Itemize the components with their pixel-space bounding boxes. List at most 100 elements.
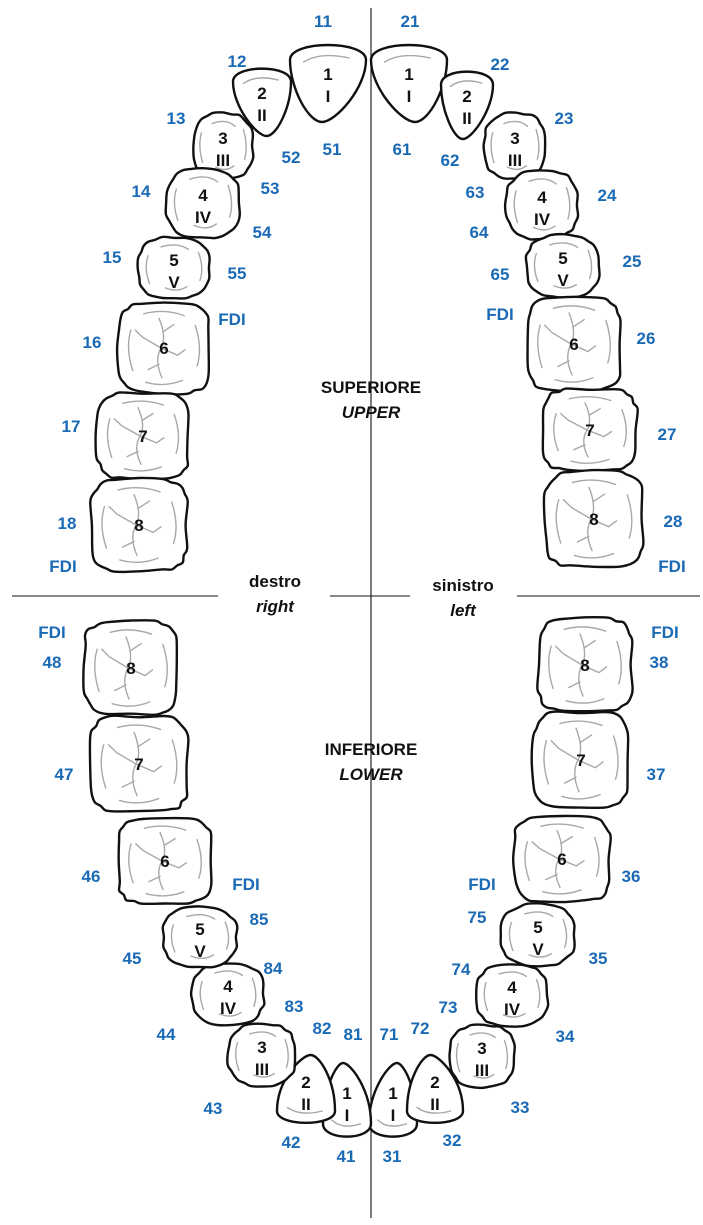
tooth-fissure <box>587 249 593 280</box>
tooth-fissure <box>553 412 559 452</box>
fdi-deciduous-number: 51 <box>323 140 342 159</box>
tooth-fissure <box>107 744 137 765</box>
fdi-number: 38 <box>650 653 669 672</box>
fdi-number: 22 <box>491 55 510 74</box>
tooth-number-roman: II <box>462 109 471 128</box>
tooth-fissure <box>139 435 165 444</box>
tooth-fissure <box>145 254 151 285</box>
fdi-number: 42 <box>282 1133 301 1152</box>
tooth-number-arabic: 4 <box>223 977 233 996</box>
tooth-18: 818 <box>58 476 189 574</box>
tooth-outline <box>541 387 639 473</box>
upper-subheading: UPPER <box>342 403 401 422</box>
fdi-number: 24 <box>598 186 617 205</box>
tooth-fissure <box>581 664 608 674</box>
tooth-48: 848 <box>43 619 179 717</box>
tooth-number-roman: V <box>557 271 569 290</box>
tooth-fissure <box>579 734 593 744</box>
tooth-fissure <box>535 978 541 1009</box>
fdi-number: 33 <box>511 1098 530 1117</box>
tooth-fissure <box>561 793 601 800</box>
tooth-fissure <box>170 924 176 953</box>
tooth-fissure <box>513 190 519 224</box>
tooth-fissure <box>558 858 585 867</box>
fdi-number: 13 <box>167 109 186 128</box>
tooth-number-arabic: 2 <box>257 84 266 103</box>
tooth-outline <box>526 295 622 393</box>
fdi-number: 31 <box>383 1147 402 1166</box>
tooth-fissure <box>163 837 176 847</box>
tooth-fissure <box>196 838 202 879</box>
fdi-deciduous-number: 64 <box>470 223 489 242</box>
tooth-fissure <box>573 444 586 451</box>
fdi-deciduous-number: 53 <box>261 179 280 198</box>
tooth-outline <box>136 235 211 300</box>
tooth-fissure <box>141 412 154 422</box>
fdi-label-upper-right-primary: FDI <box>218 310 245 329</box>
tooth-number-roman: III <box>508 151 522 170</box>
tooth-number-arabic: 6 <box>569 335 578 354</box>
tooth-fissure <box>557 360 570 368</box>
tooth-number-arabic: 2 <box>301 1073 310 1092</box>
tooth-fissure <box>121 780 135 788</box>
tooth-number-arabic: 4 <box>537 188 547 207</box>
tooth-number-arabic: 4 <box>507 978 517 997</box>
tooth-fissure <box>215 165 235 171</box>
tooth-outline <box>117 816 213 906</box>
tooth-fissure <box>416 1106 452 1114</box>
tooth-fissure <box>590 518 618 528</box>
fdi-label-upper-left: FDI <box>658 557 685 576</box>
fdi-number: 48 <box>43 653 62 672</box>
tooth-fissure <box>173 413 180 454</box>
tooth-number-arabic: 3 <box>257 1038 266 1057</box>
tooth-fissure <box>565 698 605 704</box>
tooth-number-arabic: 3 <box>510 129 519 148</box>
tooth-fissure <box>560 412 588 431</box>
tooth-47: 747 <box>55 714 190 813</box>
fdi-deciduous-number: 62 <box>441 151 460 170</box>
fdi-deciduous-number: 75 <box>468 908 487 927</box>
tooth-fissure <box>284 1038 289 1069</box>
tooth-outline <box>161 905 239 969</box>
fdi-number: 34 <box>556 1027 575 1046</box>
tooth-fissure <box>559 720 603 727</box>
tooth-number-arabic: 7 <box>585 421 594 440</box>
fdi-number: 45 <box>123 949 142 968</box>
tooth-fissure <box>101 648 129 669</box>
tooth-fissure <box>449 80 483 88</box>
tooth-fissure <box>193 223 218 229</box>
left-side-label-en: left <box>450 601 477 620</box>
tooth-fissure <box>218 1011 242 1017</box>
fdi-label-upper-left-primary: FDI <box>486 305 513 324</box>
tooth-fissure <box>563 626 607 632</box>
tooth-fissure <box>160 347 186 357</box>
tooth-outline <box>288 43 368 124</box>
tooth-fissure <box>528 178 558 185</box>
tooth-number-arabic: 1 <box>342 1084 351 1103</box>
tooth-number-roman: IV <box>195 208 212 227</box>
tooth-fissure <box>135 763 163 773</box>
fdi-label-lower-left-primary: FDI <box>468 875 495 894</box>
tooth-fissure <box>532 225 556 231</box>
fdi-deciduous-number: 72 <box>411 1019 430 1038</box>
tooth-fissure <box>568 396 612 402</box>
fdi-deciduous-number: 81 <box>344 1025 363 1044</box>
tooth-fissure <box>117 487 161 493</box>
tooth-fissure <box>542 889 582 895</box>
tooth-16: 616 <box>83 301 211 396</box>
tooth-fissure <box>523 911 554 918</box>
fdi-number: 17 <box>62 417 81 436</box>
tooth-number-arabic: 6 <box>160 852 169 871</box>
tooth-number-roman: V <box>194 942 206 961</box>
tooth-fissure <box>535 128 540 160</box>
tooth-fissure <box>253 1072 275 1078</box>
